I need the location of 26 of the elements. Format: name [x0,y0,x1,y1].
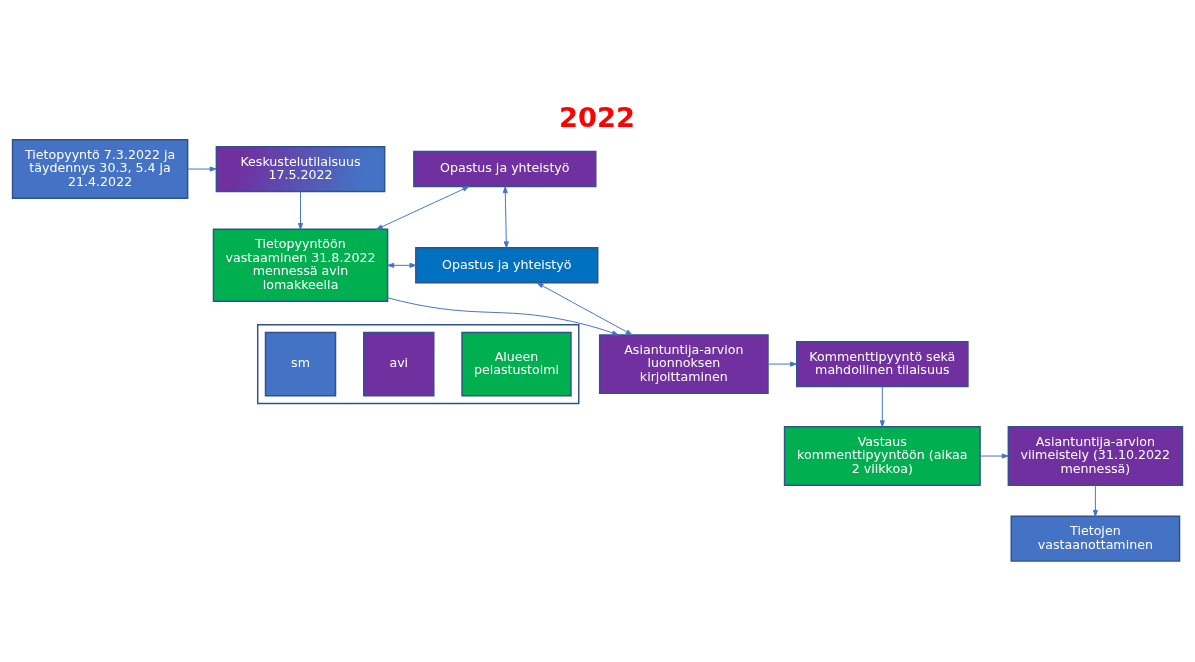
arrow [767,361,797,367]
arrow [298,190,304,230]
node-box: Vastaus kommenttipyyntöön (aikaa 2 viikkoa) [783,425,981,486]
arrow [187,166,217,172]
arrow [1092,484,1098,517]
legend-label: avi [389,354,409,370]
node-box: Kommenttipyyntö sekä mahdollinen tilaisuus [795,340,969,387]
node-box: Tietopyyntö 7.3.2022 ja täydennys 30.3, 5.4 ja 21.4.2022 [11,138,189,199]
legend-label: Alueen pelastustoimi [473,348,560,377]
node-box: Opastus ja yhteistyö [413,150,597,187]
arrow [502,185,509,248]
arrow [375,185,470,230]
arrow [387,262,417,268]
arrow [879,385,885,427]
node-box: Tietopyyntöön vastaaminen 31.8.2022 mennessä avin lomakkeella [212,228,389,302]
node-box: Tietojen vastaanottaminen [1010,515,1181,562]
node-box: Asiantuntija-arvion luonnoksen kirjoittaminen [598,333,769,394]
arrow [979,453,1009,459]
legend-label: sm [291,354,310,370]
arrow [536,281,633,335]
node-box: Asiantuntija-arvion viimeistely (31.10.2022 mennessä) [1007,425,1184,486]
node-box [256,323,580,404]
node-box: Keskustelutilaisuus 17.5.2022 [215,145,386,192]
node-box: Opastus ja yhteistyö [415,246,599,284]
arrow [387,296,619,335]
diagram-title: 2022 [559,101,635,133]
